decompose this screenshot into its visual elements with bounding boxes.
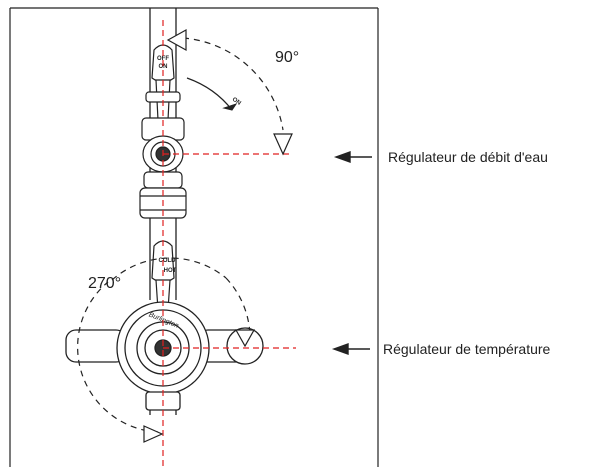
handle-off-mark: OFF xyxy=(157,56,169,62)
rotation-end-arrow xyxy=(273,133,293,156)
temperature-regulator-label: Régulateur de température xyxy=(383,341,551,357)
drawing-frame xyxy=(9,7,379,467)
rotation-start-arrow xyxy=(166,28,187,52)
flow-rotation-guide xyxy=(182,37,284,131)
flow-regulator-body xyxy=(139,117,187,219)
flow-regulator-label: Régulateur de débit d'eau xyxy=(388,149,548,165)
flow-angle-label: 90° xyxy=(275,49,299,66)
flow-direction-arrow xyxy=(222,103,238,111)
handle-hot-mark: HOT xyxy=(164,268,177,274)
temperature-angle-label: 270° xyxy=(88,275,121,292)
flow-on-mark: ON xyxy=(231,97,242,107)
center-lines xyxy=(162,20,296,467)
handle-cold-mark: COLD xyxy=(159,258,177,264)
temperature-end-arrow xyxy=(143,425,164,443)
temperature-start-arrow xyxy=(234,329,256,348)
temperature-handle: COLD HOT xyxy=(151,240,177,311)
handle-on-mark: ON xyxy=(159,64,168,70)
callout-arrows xyxy=(331,151,372,355)
